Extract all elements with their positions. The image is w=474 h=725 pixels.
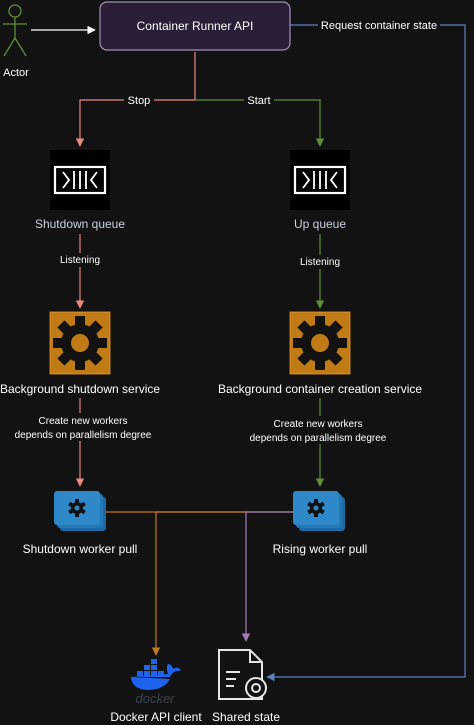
- actor-node[interactable]: Actor: [3, 4, 29, 79]
- edge-label-start: Start: [247, 95, 270, 107]
- edge-start: [195, 99, 325, 147]
- shutdown-queue-node[interactable]: Shutdown queue: [35, 150, 125, 231]
- rising-worker-pool-label: Rising worker pull: [273, 542, 368, 556]
- edge-label-stop: Stop: [128, 95, 151, 107]
- gear-stack-icon: [54, 491, 106, 531]
- edge-label-request-state: Request container state: [321, 20, 437, 32]
- background-shutdown-service-label: Background shutdown service: [0, 382, 160, 396]
- queue-icon: [290, 150, 350, 210]
- docker-api-client-label: Docker API client: [110, 710, 202, 724]
- up-queue-node[interactable]: Up queue: [290, 150, 350, 231]
- document-icon: [218, 649, 267, 700]
- shared-state-node[interactable]: Shared state: [212, 649, 280, 724]
- up-queue-label: Up queue: [294, 217, 346, 231]
- background-creation-service-label: Background container creation service: [218, 382, 422, 396]
- api-label: Container Runner API: [137, 19, 254, 33]
- shutdown-worker-pool-node[interactable]: Shutdown worker pull: [23, 491, 138, 556]
- queue-icon: [50, 150, 110, 210]
- docker-logo-text: docker: [135, 691, 175, 706]
- container-runner-api-node[interactable]: Container Runner API: [99, 1, 291, 51]
- docker-api-client-node[interactable]: docker Docker API client: [110, 659, 202, 724]
- docker-icon: docker: [131, 659, 181, 706]
- gear-icon: [49, 311, 111, 375]
- edge-label-listening-right: Listening: [300, 257, 340, 268]
- edge-label-workers-left-1: Create new workers: [39, 416, 128, 427]
- edge-label-listening-left: Listening: [60, 255, 100, 266]
- edge-shutdown-to-shared: [156, 511, 251, 642]
- edge-label-workers-right-2: depends on parallelism degree: [250, 433, 387, 444]
- shared-state-label: Shared state: [212, 710, 280, 724]
- shutdown-queue-label: Shutdown queue: [35, 217, 125, 231]
- shutdown-worker-pool-label: Shutdown worker pull: [23, 542, 138, 556]
- background-creation-service-node[interactable]: Background container creation service: [218, 311, 422, 396]
- actor-icon: [3, 4, 27, 57]
- actor-label: Actor: [3, 67, 29, 79]
- edge-label-workers-left-2: depends on parallelism degree: [15, 430, 152, 441]
- edge-shutdown-to-docker: [106, 511, 161, 656]
- gear-icon: [289, 311, 351, 375]
- edge-label-workers-right-1: Create new workers: [274, 419, 363, 430]
- gear-stack-icon: [293, 491, 345, 531]
- background-shutdown-service-node[interactable]: Background shutdown service: [0, 311, 160, 396]
- rising-worker-pool-node[interactable]: Rising worker pull: [273, 491, 368, 556]
- api-box: [99, 1, 291, 51]
